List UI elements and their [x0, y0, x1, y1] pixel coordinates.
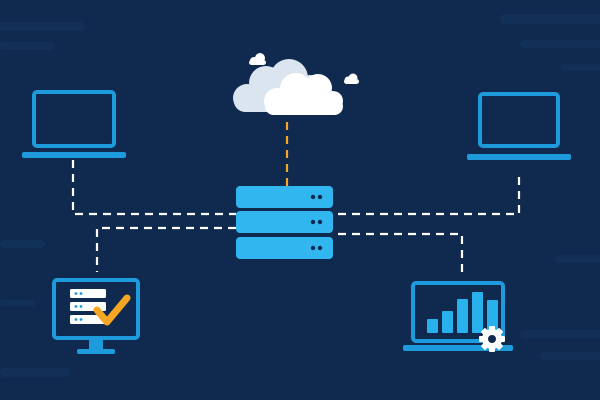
background-streaks	[0, 14, 600, 377]
small-cloud-right	[344, 73, 359, 84]
cloud-icon	[233, 53, 359, 115]
checkmark-icon	[93, 294, 131, 326]
monitor-checklist-connector	[95, 226, 236, 272]
analytics-bar	[487, 300, 498, 333]
laptop-left-connector	[71, 160, 236, 216]
connectors	[71, 122, 521, 272]
server-unit	[236, 237, 333, 259]
monitor-checklist-icon	[52, 278, 140, 354]
checklist-rows	[70, 289, 106, 324]
gear-icon	[479, 326, 505, 352]
analytics-bar	[472, 292, 483, 333]
server-stack-icon	[236, 186, 333, 259]
laptop-analytics-icon	[403, 281, 513, 352]
analytics-bar	[457, 299, 468, 333]
bar-chart-icon	[427, 292, 498, 333]
laptop-right-connector	[338, 172, 521, 216]
laptop-icon	[467, 92, 571, 160]
small-cloud-left	[249, 53, 266, 65]
server-unit	[236, 211, 333, 233]
server-unit	[236, 186, 333, 208]
analytics-bar	[427, 319, 438, 333]
analytics-bar	[442, 311, 453, 333]
laptop-icon	[22, 90, 126, 158]
